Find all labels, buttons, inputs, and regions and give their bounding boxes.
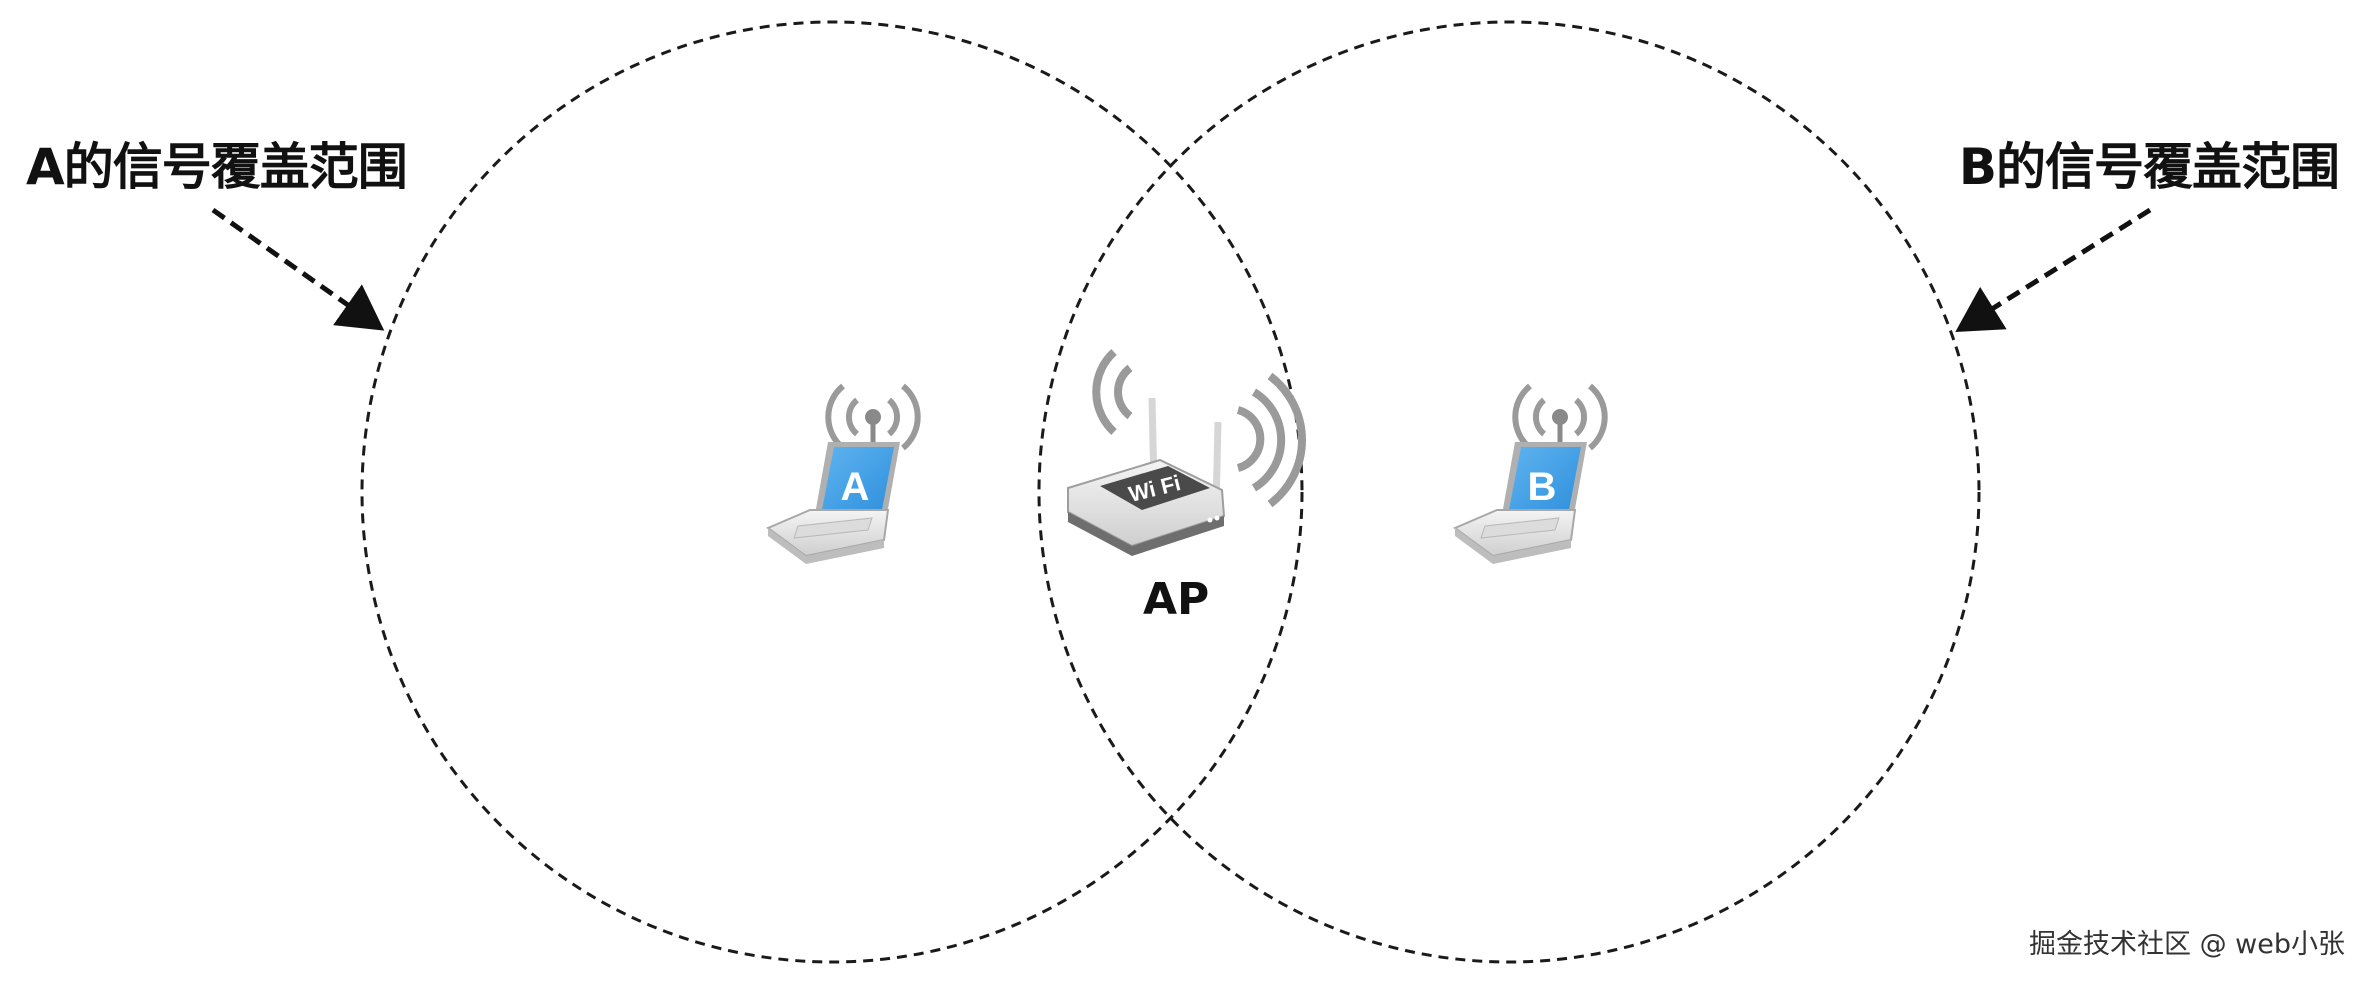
ap-label: AP — [1143, 574, 1210, 625]
signal-waves-icon — [1512, 383, 1608, 451]
laptop-a-letter: A — [841, 465, 870, 509]
laptop-b: B — [1453, 383, 1608, 564]
arrow-a-icon — [211, 207, 385, 331]
coverage-label-b: B的信号覆盖范围 — [1958, 138, 2340, 196]
signal-waves-icon — [825, 383, 921, 451]
laptop-b-letter: B — [1528, 465, 1557, 509]
watermark: 掘金技术社区 @ web小张 — [2029, 929, 2345, 960]
arrow-b-icon — [1955, 207, 2152, 332]
wifi-router-icon: Wi Fi — [1067, 349, 1306, 556]
coverage-circle-b — [1037, 20, 1981, 964]
laptop-a: A — [766, 383, 921, 564]
coverage-circle-a — [360, 20, 1304, 964]
coverage-label-a: A的信号覆盖范围 — [26, 138, 408, 196]
